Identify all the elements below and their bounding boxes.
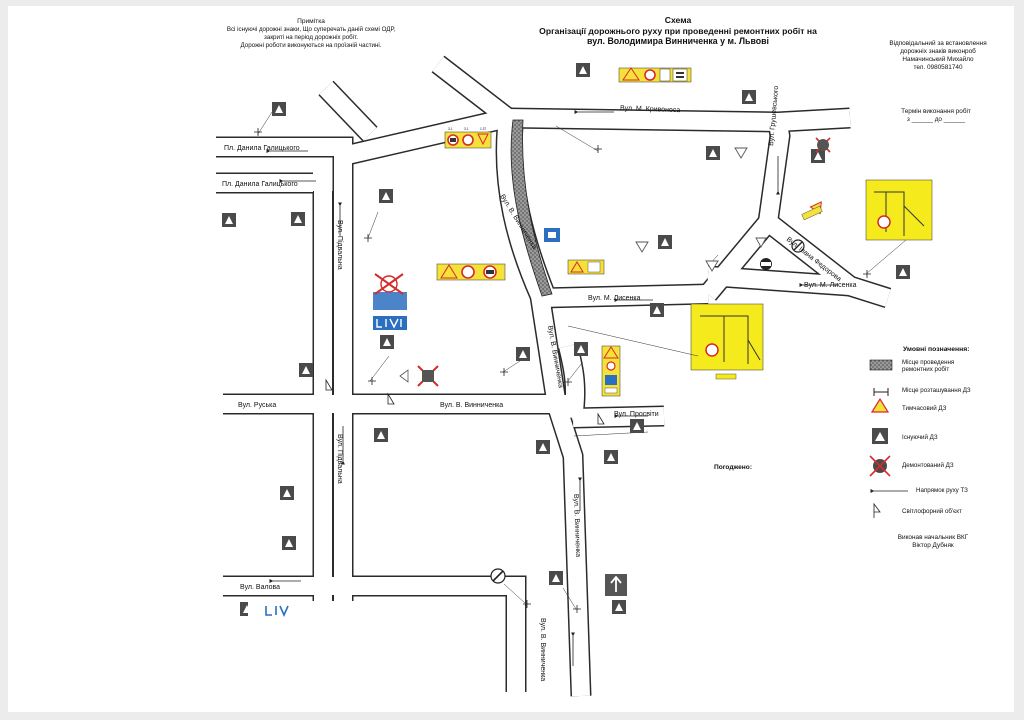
scheme-title: Схема Організації дорожнього руху при пр… (508, 15, 848, 47)
street-label: Вул. В. Винниченка (440, 402, 503, 409)
pedestrian-crossing-icon (661, 238, 669, 246)
pedestrian-crossing-icon (579, 66, 587, 74)
note-line: Всі існуючі дорожні знаки, Що суперечать… (226, 26, 396, 34)
note-line: Дорожні роботи виконуються на проїзній ч… (240, 41, 382, 49)
temporary-signs: 3.1 3.1 1.37 (436, 67, 823, 397)
existing-signs (222, 63, 910, 616)
information-signs (248, 228, 560, 618)
street-label: Вул. В. Винниченка (539, 618, 546, 681)
note-line: закриті на період дорожніх робіт. (264, 33, 358, 41)
work-zone (510, 119, 553, 297)
title-line: вул. Володимира Винниченка у м. Львові (587, 36, 769, 47)
title-line: Організації дорожнього руху при проведен… (539, 25, 817, 36)
highlight-area-northeast (865, 179, 933, 241)
pedestrian-crossing-icon (615, 603, 623, 611)
legend-item-removed-sign: Демонтований ДЗ (902, 462, 954, 469)
sign-placement-ticks (254, 128, 871, 613)
responsible-line: дорожніх знаків виконроб (900, 48, 976, 55)
pedestrian-crossing-icon (519, 350, 527, 358)
legend-item-traffic-light: Світлофорний об'єкт (902, 508, 962, 515)
direction-arrows (266, 110, 838, 666)
street-label: Вул. М. Лисенка (588, 295, 641, 302)
pedestrian-crossing-icon (814, 152, 822, 160)
legend-item-sign-place: Місце розташування ДЗ (902, 387, 971, 394)
street-label: Вул. Просвіти (614, 410, 659, 418)
pedestrian-crossing-icon (382, 192, 390, 200)
responsible-line: Намачинський Михайло (902, 56, 974, 63)
street-label: Вул. Підвальна (336, 220, 344, 270)
sign-pointer-lines (257, 111, 907, 610)
pedestrian-crossing-icon (377, 431, 385, 439)
note-heading: Примітка (297, 18, 325, 25)
legend-item-direction: Напрямок руху ТЗ (916, 487, 968, 494)
executive-line: Віктор Дубняк (912, 542, 954, 549)
pedestrian-crossing-icon (552, 574, 560, 582)
pedestrian-crossing-icon (745, 93, 753, 101)
pedestrian-crossing-icon (539, 443, 547, 451)
street-label: Вул. Підвальна (336, 434, 344, 484)
svg-text:3.1: 3.1 (448, 127, 453, 131)
responsible-line: Відповідальний за встановлення (889, 40, 987, 47)
legend-item-work-zone: Місце проведення ремонтних робіт (902, 359, 954, 374)
pedestrian-crossing-icon (225, 216, 233, 224)
pedestrian-crossing-icon (633, 422, 641, 430)
street-label: Вул. В. Винниченка (572, 494, 581, 558)
pedestrian-crossing-icon (285, 539, 293, 547)
scheme-sheet: 3.1 3.1 1.37 (8, 6, 1014, 712)
responsible-block: Відповідальний за встановлення дорожніх … (868, 40, 1008, 72)
pedestrian-crossing-icon (294, 215, 302, 223)
legend-label: ремонтних робіт (902, 366, 950, 374)
legend-graphics (869, 359, 908, 518)
pedestrian-crossing-icon (653, 306, 661, 314)
pedestrian-crossing-icon (383, 338, 391, 346)
note-block: Примітка Всі існуючі дорожні знаки, Що с… (196, 18, 426, 49)
term-label: Термін виконання робіт (901, 108, 971, 115)
street-label: Вул. Валова (240, 584, 280, 591)
street-label: Вул. М. Кривоноса (620, 105, 681, 114)
responsible-phone: тел. 0980581740 (913, 64, 963, 71)
pedestrian-crossing-icon (302, 366, 310, 374)
executive-line: Виконав начальник ВКГ (897, 534, 969, 541)
round-signs (490, 147, 805, 584)
pedestrian-crossing-icon (709, 149, 717, 157)
road-network (216, 55, 892, 697)
street-label: Пл. Данила Галицького (222, 181, 298, 188)
street-label: Пл. Данила Галицького (224, 145, 300, 152)
title-line: Схема (664, 15, 692, 25)
pedestrian-crossing-icon (899, 268, 907, 276)
term-dates: з ______ до ______ (906, 116, 966, 123)
legend-label: Місце проведення (902, 359, 955, 366)
term-block: Термін виконання робіт з ______ до _____… (866, 108, 1006, 124)
removed-signs (373, 137, 831, 387)
traffic-light-markers (325, 378, 605, 425)
legend-title: Умовні позначення: (903, 346, 970, 353)
street-label: Вул. Руська (238, 402, 276, 409)
pedestrian-crossing-icon (607, 453, 615, 461)
pedestrian-crossing-icon (283, 489, 291, 497)
pedestrian-crossing-icon (577, 345, 585, 353)
pedestrian-crossing-icon (275, 105, 283, 113)
legend-item-temp-sign: Тимчасовий ДЗ (902, 405, 947, 412)
svg-text:1.37: 1.37 (480, 127, 486, 131)
legend-item-existing-sign: Існуючий ДЗ (902, 434, 938, 441)
executive-block: Виконав начальник ВКГ Віктор Дубняк (868, 534, 998, 550)
agreed-label: Погоджено: (714, 464, 753, 471)
street-label: Вул. М. Лисенка (804, 282, 857, 289)
highlight-area-center (690, 303, 764, 371)
road-map: 3.1 3.1 1.37 (216, 55, 933, 697)
svg-text:3.1: 3.1 (464, 127, 469, 131)
